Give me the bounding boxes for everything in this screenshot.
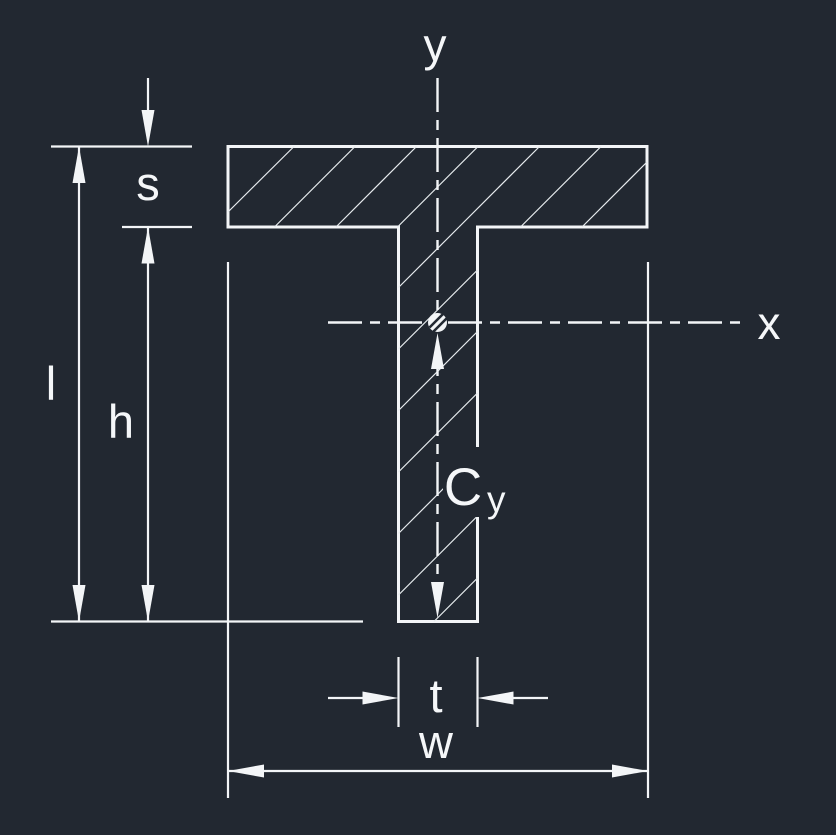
dim-t: t xyxy=(328,657,548,727)
hatch-line xyxy=(520,146,602,228)
centroid-hatch-stripe xyxy=(432,317,448,333)
dim-cy-label-subscript: y xyxy=(487,479,506,520)
centroid-hatch-stripe xyxy=(428,313,444,329)
arrowhead-up-icon xyxy=(431,333,444,369)
label-mask xyxy=(443,447,505,517)
arrowhead-down-icon xyxy=(72,585,86,622)
hatch-line xyxy=(581,161,648,228)
arrowhead-down-icon xyxy=(431,582,444,618)
dim-h: h xyxy=(51,227,363,623)
hatch-line xyxy=(335,146,417,228)
centroid-circle xyxy=(428,313,447,332)
arrowhead-up-icon xyxy=(141,227,155,264)
dim-s-label: s xyxy=(136,157,160,210)
dim-w: w xyxy=(226,262,650,798)
arrowhead-left-icon xyxy=(228,764,264,778)
hatch-line xyxy=(398,226,460,288)
x-axis: x xyxy=(328,297,781,349)
dim-w-label: w xyxy=(418,715,454,768)
dim-t-label: t xyxy=(429,669,442,722)
hatch-line xyxy=(458,146,540,228)
arrowhead-right-icon xyxy=(612,764,648,778)
hatch-line xyxy=(274,146,356,228)
dim-cy-label: C xyxy=(444,458,482,517)
hatch-line xyxy=(433,577,478,622)
centroid-marker xyxy=(428,313,448,333)
x-axis-label: x xyxy=(758,297,781,349)
y-axis: y xyxy=(424,19,447,313)
y-axis-label: y xyxy=(424,19,447,71)
dim-cy: C y xyxy=(431,333,506,618)
arrowhead-down-icon xyxy=(141,585,155,622)
arrowhead-up-icon xyxy=(72,146,86,183)
dim-h-label: h xyxy=(108,395,134,448)
arrowhead-down-icon xyxy=(141,110,155,147)
dim-l-label: l xyxy=(46,357,56,410)
arrowhead-right-icon xyxy=(362,691,399,705)
dim-l: l xyxy=(46,146,86,622)
hatch-line xyxy=(227,146,295,213)
arrowhead-left-icon xyxy=(477,691,514,705)
dim-s: s xyxy=(51,78,192,229)
t-section-outline xyxy=(226,145,649,623)
